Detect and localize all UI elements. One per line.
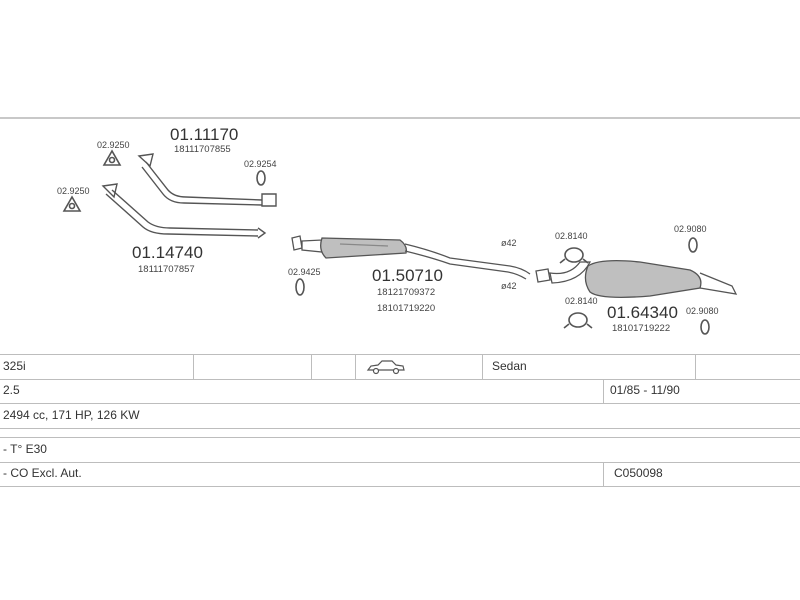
oe-number-center-silencer-2: 18101719220 xyxy=(377,303,435,314)
part-number-front-pipe-upper: 01.11170 xyxy=(170,125,238,144)
mount-center-glyph xyxy=(295,278,305,296)
label-gasket-lower: 02.9250 xyxy=(57,186,90,196)
gasket-lower-glyph xyxy=(62,195,82,212)
oe-number-front-pipe-upper: 18111707855 xyxy=(174,144,231,155)
label-gasket-upper: 02.9250 xyxy=(97,140,130,150)
label-hanger-lower: 02.9080 xyxy=(686,306,719,316)
cell-empty-1 xyxy=(193,355,311,379)
label-mount-center: 02.9425 xyxy=(288,267,321,277)
label-diameter-lower: ø42 xyxy=(501,281,517,291)
clamp-lower-glyph xyxy=(563,312,593,329)
cell-model: 325i xyxy=(3,359,26,373)
gasket-upper-glyph xyxy=(102,149,122,166)
sedan-car-icon xyxy=(366,360,405,375)
label-diameter-upper: ø42 xyxy=(501,238,517,248)
clamp-upper-glyph xyxy=(559,247,589,264)
cell-note: - CO Excl. Aut. xyxy=(3,466,82,480)
hanger-upper-glyph xyxy=(688,237,698,253)
cell-empty-3 xyxy=(695,355,800,379)
label-clamp-upper: 02.8140 xyxy=(555,231,588,241)
front-pipe-lower-drawing xyxy=(101,183,267,239)
cell-type: - T° E30 xyxy=(3,442,47,456)
label-clamp-lower: 02.8140 xyxy=(565,296,598,306)
front-pipe-upper-drawing xyxy=(137,153,277,207)
rear-silencer-drawing xyxy=(535,260,738,298)
oe-number-rear-silencer: 18101719222 xyxy=(612,323,670,334)
cell-engine: 2.5 xyxy=(3,383,20,397)
cell-years: 01/85 - 11/90 xyxy=(603,379,800,403)
table-row: 2494 cc, 171 HP, 126 KW xyxy=(0,404,800,429)
center-silencer-drawing xyxy=(291,235,531,280)
part-number-rear-silencer: 01.64340 xyxy=(607,303,678,322)
cell-code: C050098 xyxy=(603,462,800,486)
exhaust-system-diagram: 01.11170 18111707855 01.14740 1811170785… xyxy=(0,117,800,335)
part-number-front-pipe-lower: 01.14740 xyxy=(132,243,203,262)
cell-body-type: Sedan xyxy=(482,355,695,379)
label-gasket-small: 02.9254 xyxy=(244,159,277,169)
table-row: - CO Excl. Aut. C050098 xyxy=(0,462,800,487)
oe-number-center-silencer-1: 18121709372 xyxy=(377,287,435,298)
gasket-small-glyph xyxy=(256,170,266,186)
table-row: 325i Sedan xyxy=(0,354,800,380)
cell-vehicle-icon xyxy=(355,355,482,379)
hanger-lower-glyph xyxy=(700,319,710,335)
label-hanger-upper: 02.9080 xyxy=(674,224,707,234)
cell-specs: 2494 cc, 171 HP, 126 KW xyxy=(3,408,140,422)
table-row: - T° E30 xyxy=(0,437,800,463)
part-number-center-silencer: 01.50710 xyxy=(372,266,443,285)
cell-empty-2 xyxy=(311,355,355,379)
oe-number-front-pipe-lower: 18111707857 xyxy=(138,264,195,275)
table-row: 2.5 01/85 - 11/90 xyxy=(0,379,800,404)
